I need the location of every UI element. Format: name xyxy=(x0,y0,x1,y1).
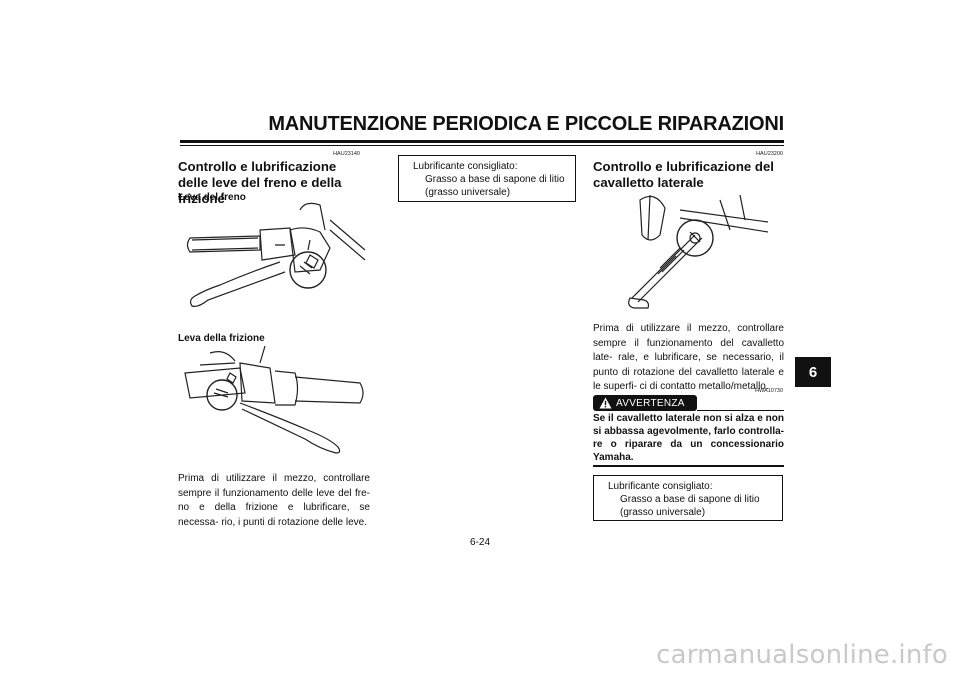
warning-code: HWA10730 xyxy=(755,388,783,394)
header-rule-thin xyxy=(180,145,784,146)
clutch-lever-illustration xyxy=(184,345,364,454)
sidestand-illustration xyxy=(628,194,769,309)
warning-label: AVVERTENZA xyxy=(616,397,685,409)
lubricant-heading: Lubrificante consigliato: xyxy=(608,481,713,492)
lubricant-note: (grasso universale) xyxy=(620,507,706,518)
section-title-sidestand: Controllo e lubrificazione del cavallett… xyxy=(593,159,774,190)
header-rule xyxy=(180,140,784,143)
warning-text: Se il cavalletto laterale non si alza e … xyxy=(593,413,784,463)
warning-triangle-icon xyxy=(599,397,612,409)
warning-rule xyxy=(697,410,784,411)
watermark: carmanualsonline.info xyxy=(656,640,948,670)
brake-lever-illustration xyxy=(186,202,366,307)
page-number: 6-24 xyxy=(469,537,490,548)
brake-lever-label: Leva del freno xyxy=(178,192,246,203)
clutch-lever-label: Leva della frizione xyxy=(178,333,265,344)
lubricant-box: Lubrificante consigliato: Grasso a base … xyxy=(398,155,576,202)
section-title-levers: Controllo e lubrificazione delle leve de… xyxy=(178,159,342,206)
lubricant-type: Grasso a base di sapone di litio xyxy=(620,494,760,505)
levers-body-text: Prima di utilizzare il mezzo, controllar… xyxy=(178,473,370,528)
page-header-title: MANUTENZIONE PERIODICA E PICCOLE RIPARAZ… xyxy=(268,113,784,135)
lubricant-type: Grasso a base di sapone di litio xyxy=(425,174,565,185)
lubricant-note: (grasso universale) xyxy=(425,187,511,198)
warning-bottom-rule xyxy=(593,465,784,467)
reference-code: HAU23140 xyxy=(333,151,360,157)
reference-code: HAU23200 xyxy=(756,151,783,157)
sidestand-body-text: Prima di utilizzare il mezzo, controllar… xyxy=(593,323,784,393)
chapter-tab: 6 xyxy=(795,357,831,387)
lubricant-box: Lubrificante consigliato: Grasso a base … xyxy=(593,475,783,521)
lubricant-heading: Lubrificante consigliato: xyxy=(413,161,518,172)
warning-badge: AVVERTENZA xyxy=(593,395,697,411)
